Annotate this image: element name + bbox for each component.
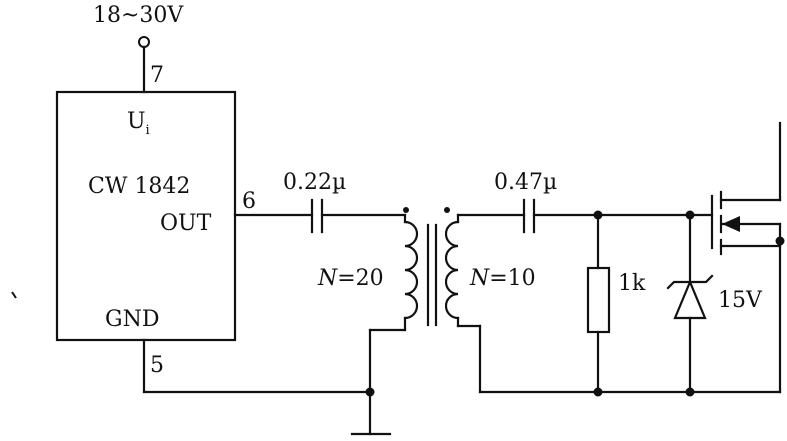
ic-out-label: OUT	[160, 211, 212, 236]
junction-zener-bottom	[685, 387, 695, 397]
secondary-dot	[444, 207, 450, 213]
mosfet-source-junction	[775, 236, 785, 246]
ic-gnd-label: GND	[105, 307, 159, 332]
supply-voltage-label: 18~30V	[93, 3, 184, 28]
primary-turns-label: N=20	[317, 266, 384, 291]
resistor-body	[586, 266, 611, 334]
stray-mark	[11, 291, 17, 299]
primary-coil	[403, 220, 419, 320]
ic-name: CW 1842	[88, 174, 190, 199]
zener-value: 15V	[718, 288, 763, 313]
zener-triangle	[673, 279, 707, 320]
supply-terminal	[138, 36, 150, 48]
mosfet-arrow	[722, 216, 740, 232]
junction-resistor-bottom	[593, 387, 603, 397]
pin-6-label: 6	[242, 189, 256, 214]
c1-value: 0.22µ	[283, 170, 346, 195]
primary-dot	[403, 207, 409, 213]
pin-7-label: 7	[150, 63, 164, 88]
pin-5-label: 5	[150, 353, 164, 378]
zener-bar	[666, 274, 714, 290]
resistor-value: 1k	[618, 271, 646, 296]
secondary-turns-label: N=10	[469, 266, 536, 291]
c2-value: 0.47µ	[494, 170, 557, 195]
secondary-coil	[444, 220, 460, 320]
ic-input-label: Ui	[127, 109, 150, 138]
